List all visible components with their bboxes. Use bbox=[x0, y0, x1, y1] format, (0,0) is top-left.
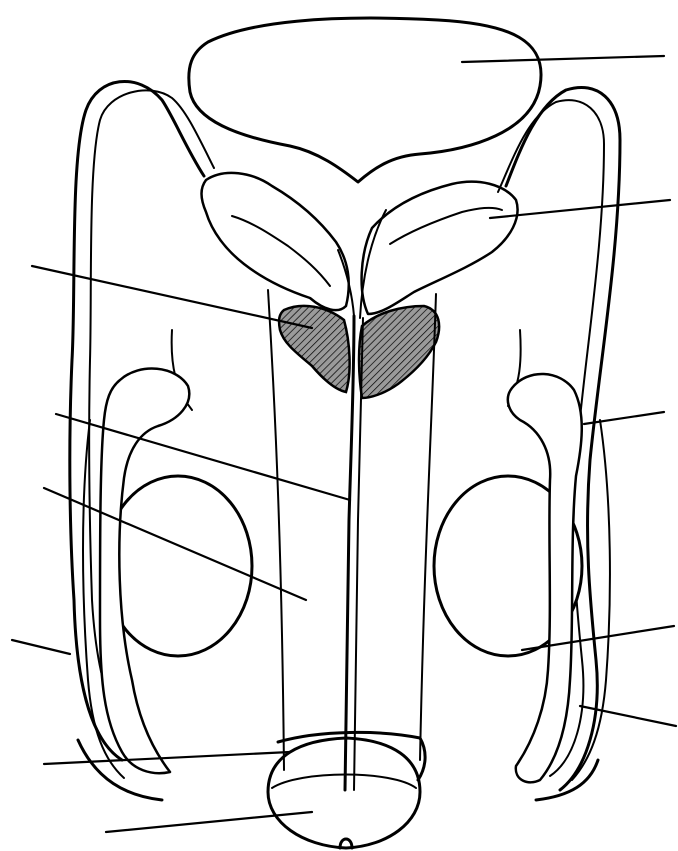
corpus-cavernosum-right bbox=[420, 294, 436, 760]
prostate-left-shape bbox=[279, 306, 350, 392]
leader-line-foreskin bbox=[44, 752, 290, 764]
glans-penis-shape bbox=[268, 738, 420, 848]
prostate-right-shape bbox=[359, 306, 439, 398]
leader-line-bladder bbox=[462, 56, 664, 62]
bladder-shape bbox=[189, 18, 541, 182]
seminal-vesicle-right-shape bbox=[362, 182, 518, 314]
testis-left-shape bbox=[104, 476, 252, 656]
leader-line-scrotum bbox=[12, 640, 70, 654]
seminal-vesicle-left-shape bbox=[202, 173, 349, 310]
corpus-cavernosum-shape bbox=[268, 290, 284, 770]
urethra-wall bbox=[354, 318, 363, 790]
